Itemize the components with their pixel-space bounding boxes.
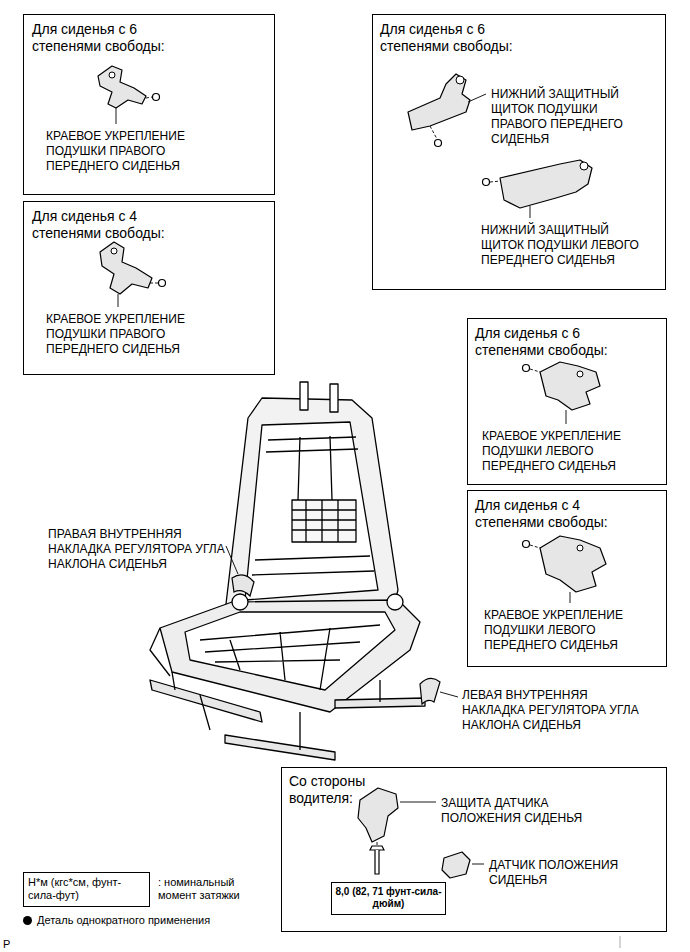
legend-unit: Н*м (кгс*см, фунт-сила-фут) — [28, 876, 145, 902]
install-lines-shape — [430, 126, 437, 139]
part-holes-shape — [111, 248, 117, 254]
part-name: КРАЕВОЕ УКРЕПЛЕНИЕ ПОДУШКИ ПРАВОГО ПЕРЕД… — [46, 312, 221, 357]
leader-lines-shape — [440, 692, 458, 697]
seat-frame-shape — [185, 612, 395, 690]
cushion-parts-shape — [540, 536, 606, 592]
page-rule — [620, 936, 621, 948]
recliner-covers-shape — [420, 678, 440, 704]
page-rule-shape — [620, 936, 621, 948]
part-holes-shape — [456, 76, 464, 84]
torque-value: 8,0 (82, 71 фунт-сила-дюйм) — [334, 886, 443, 910]
seat-frame-shape — [232, 594, 248, 610]
leader-lines — [116, 94, 570, 864]
variant-panel: Для сиденья с 4 степенями свободы: КРАЕВО… — [467, 490, 667, 667]
leader-lines-shape — [472, 864, 484, 865]
legend-meaning: : номинальный момент затяжки — [158, 876, 268, 902]
install-lines-shape — [377, 842, 378, 846]
seat-frame-shape — [300, 382, 308, 410]
leader-lines-shape — [116, 108, 117, 124]
seat-frame-shape — [292, 500, 356, 542]
bolts-shape — [523, 365, 530, 372]
part-holes-shape — [577, 371, 583, 377]
part-name: ЗАЩИТА ДАТЧИКА ПОЛОЖЕНИЯ СИДЕНЬЯ — [441, 796, 631, 826]
variant-panel: Для сиденья с 6 степенями свободы: КРАЕВО… — [23, 14, 275, 195]
panel-heading: Для сиденья с 4 степенями свободы: — [32, 208, 197, 242]
cushion-parts-shape — [500, 160, 592, 208]
bolts-shape — [375, 850, 379, 874]
bolts-shape — [435, 140, 442, 147]
torque-legend-box: Н*м (кгс*см, фунт-сила-фут): номинальный… — [23, 872, 150, 907]
install-lines-shape — [146, 97, 152, 98]
leader-lines-shape — [530, 206, 531, 218]
bolts-shape — [370, 846, 384, 850]
part-holes-shape — [109, 72, 115, 78]
panel-heading: Для сиденья с 6 степенями свободы: — [380, 21, 545, 55]
legend-text: Деталь однократного применения — [37, 914, 277, 927]
recliner-covers-shape — [232, 575, 254, 596]
cushion-parts-shape — [98, 66, 146, 108]
part-name: НИЖНИЙ ЗАЩИТНЫЙ ЩИТОК ПОДУШКИ ЛЕВОГО ПЕР… — [481, 223, 646, 268]
install-lines-shape — [490, 181, 501, 182]
variant-panel: Для сиденья с 4 степенями свободы: КРАЕВО… — [23, 201, 275, 375]
bolts — [153, 94, 530, 875]
leader-lines-shape — [468, 94, 486, 102]
variant-panel: Со стороны водителя: ЗАЩИТА ДАТЧИКА ПОЛОЖ… — [281, 767, 667, 932]
bolts-shape — [483, 179, 490, 186]
install-lines-shape — [150, 283, 158, 284]
seat-frame-shape — [330, 384, 338, 412]
leader-lines-shape — [400, 802, 436, 803]
leader-lines-shape — [566, 410, 567, 424]
part-holes-shape — [577, 545, 583, 551]
bolts-shape — [159, 280, 166, 287]
seat-frame — [150, 382, 425, 760]
seat-frame-shape — [252, 556, 374, 575]
panel-heading: Для сиденья с 6 степенями свободы: — [32, 21, 197, 55]
part-name: КРАЕВОЕ УКРЕПЛЕНИЕ ПОДУШКИ ПРАВОГО ПЕРЕД… — [46, 129, 221, 174]
torque-box: 8,0 (82, 71 фунт-сила-дюйм) — [331, 882, 446, 915]
seat-frame-shape — [266, 436, 358, 500]
page-mark: P — [3, 938, 23, 951]
part-name: ЛЕВАЯ ВНУТРЕННЯЯ НАКЛАДКА РЕГУЛЯТОРА УГЛ… — [462, 688, 652, 733]
seat-frame-shape — [225, 735, 335, 760]
leader-lines-shape — [118, 294, 119, 307]
bolts-shape — [523, 541, 530, 548]
panel-heading: Для сиденья с 4 степенями свободы: — [475, 497, 640, 531]
part-name: КРАЕВОЕ УКРЕПЛЕНИЕ ПОДУШКИ ЛЕВОГО ПЕРЕДН… — [484, 608, 662, 653]
leader-lines-shape — [226, 546, 238, 574]
leader-lines-shape — [570, 592, 571, 603]
bolts-shape — [153, 94, 160, 101]
part-name: ДАТЧИК ПОЛОЖЕНИЯ СИДЕНЬЯ — [489, 858, 649, 888]
install-lines-shape — [530, 545, 540, 548]
variant-panel: Для сиденья с 6 степенями свободы: КРАЕВО… — [467, 318, 667, 485]
seat-frame-shape — [387, 594, 403, 610]
seat-frame-shape — [226, 398, 398, 622]
recliner-covers — [232, 575, 440, 704]
seat-frame-shape — [292, 500, 356, 542]
panel-heading: Со стороны водителя: — [289, 773, 384, 807]
part-holes-shape — [580, 162, 588, 170]
seat-frame-shape — [150, 628, 170, 676]
seat-frame-shape — [245, 422, 378, 600]
part-name: КРАЕВОЕ УКРЕПЛЕНИЕ ПОДУШКИ ЛЕВОГО ПЕРЕДН… — [482, 429, 660, 474]
legend-dot — [23, 916, 32, 925]
cushion-parts-shape — [358, 788, 398, 842]
variant-panel: Для сиденья с 6 степенями свободы: НИЖНИЙ… — [372, 14, 666, 290]
part-name: ПРАВАЯ ВНУТРЕННЯЯ НАКЛАДКА РЕГУЛЯТОРА УГ… — [48, 527, 233, 572]
install-lines-shape — [530, 369, 540, 372]
install-lines — [146, 97, 540, 846]
seat-frame-shape — [172, 672, 380, 750]
cushion-parts-shape — [540, 362, 600, 410]
part-name: НИЖНИЙ ЗАЩИТНЫЙ ЩИТОК ПОДУШКИ ПРАВОГО ПЕ… — [491, 87, 656, 147]
panel-heading: Для сиденья с 6 степенями свободы: — [475, 325, 640, 359]
seat-frame-shape — [200, 625, 380, 690]
cushion-parts-shape — [100, 242, 152, 294]
cushion-parts-shape — [408, 74, 470, 130]
cushion-parts-shape — [442, 852, 470, 878]
